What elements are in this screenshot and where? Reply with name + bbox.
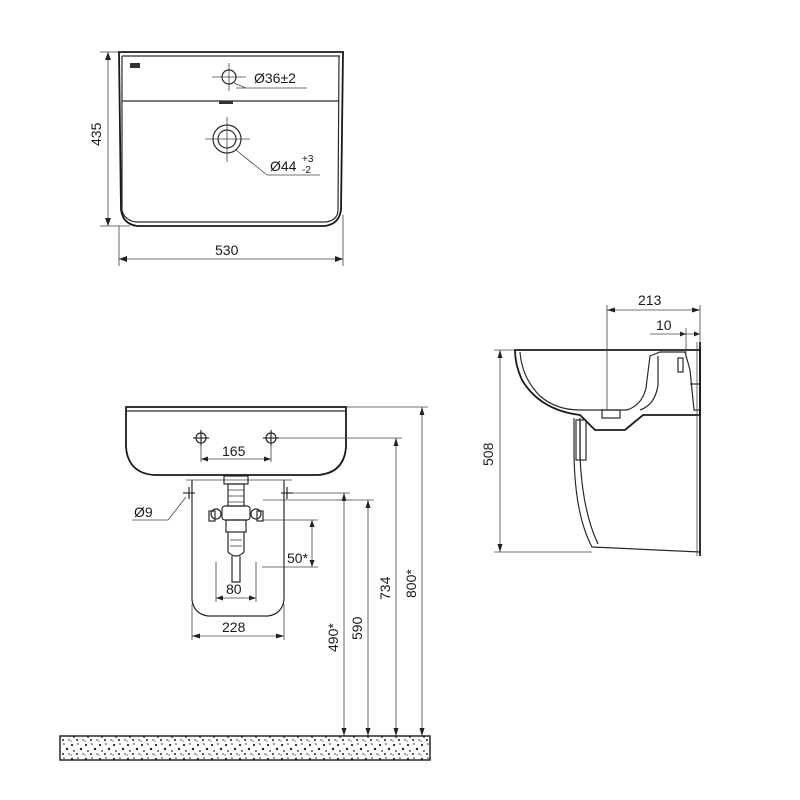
overflow-slot [219,101,233,104]
top-view: Ø36±2 Ø44 +3 -2 435 [88,51,344,266]
basin-outline-front [125,406,347,476]
side-view: 213 10 508 [480,292,701,556]
tap-hole [212,63,307,91]
dim-435 [100,51,130,227]
basin-outline-side [514,349,701,431]
floor [59,735,431,761]
dim-435-label: 435 [88,122,104,146]
dim-590-label: 590 [349,616,365,640]
front-view: 165 Ø9 [125,406,428,736]
dim-508-label: 508 [480,442,496,466]
pedestal-side [573,418,701,553]
dim-10-label: 10 [656,317,672,333]
dim-530 [118,215,344,266]
tap-hole-label: Ø36±2 [254,70,296,86]
dim-490-label: 490* [325,623,341,652]
pedestal-front [191,480,285,617]
dim-bolt-label: Ø9 [134,504,153,520]
drain-hole-tol-lower: -2 [302,165,311,176]
dim-50-label: 50* [287,550,309,566]
dim-800-label: 800* [403,569,419,598]
dim-734-label: 734 [377,576,393,600]
logo-mark [130,63,140,68]
basin-outline-top [118,51,344,227]
trap-assembly [208,475,264,583]
drain-hole-label: Ø44 [270,158,297,174]
dim-80-label: 80 [226,581,242,597]
dim-213-label: 213 [638,292,662,308]
drain-hole-tol-upper: +3 [302,154,314,165]
dim-165-label: 165 [222,443,246,459]
dim-228-label: 228 [222,619,246,635]
dim-530-label: 530 [215,242,239,258]
drain-hole [205,117,320,176]
